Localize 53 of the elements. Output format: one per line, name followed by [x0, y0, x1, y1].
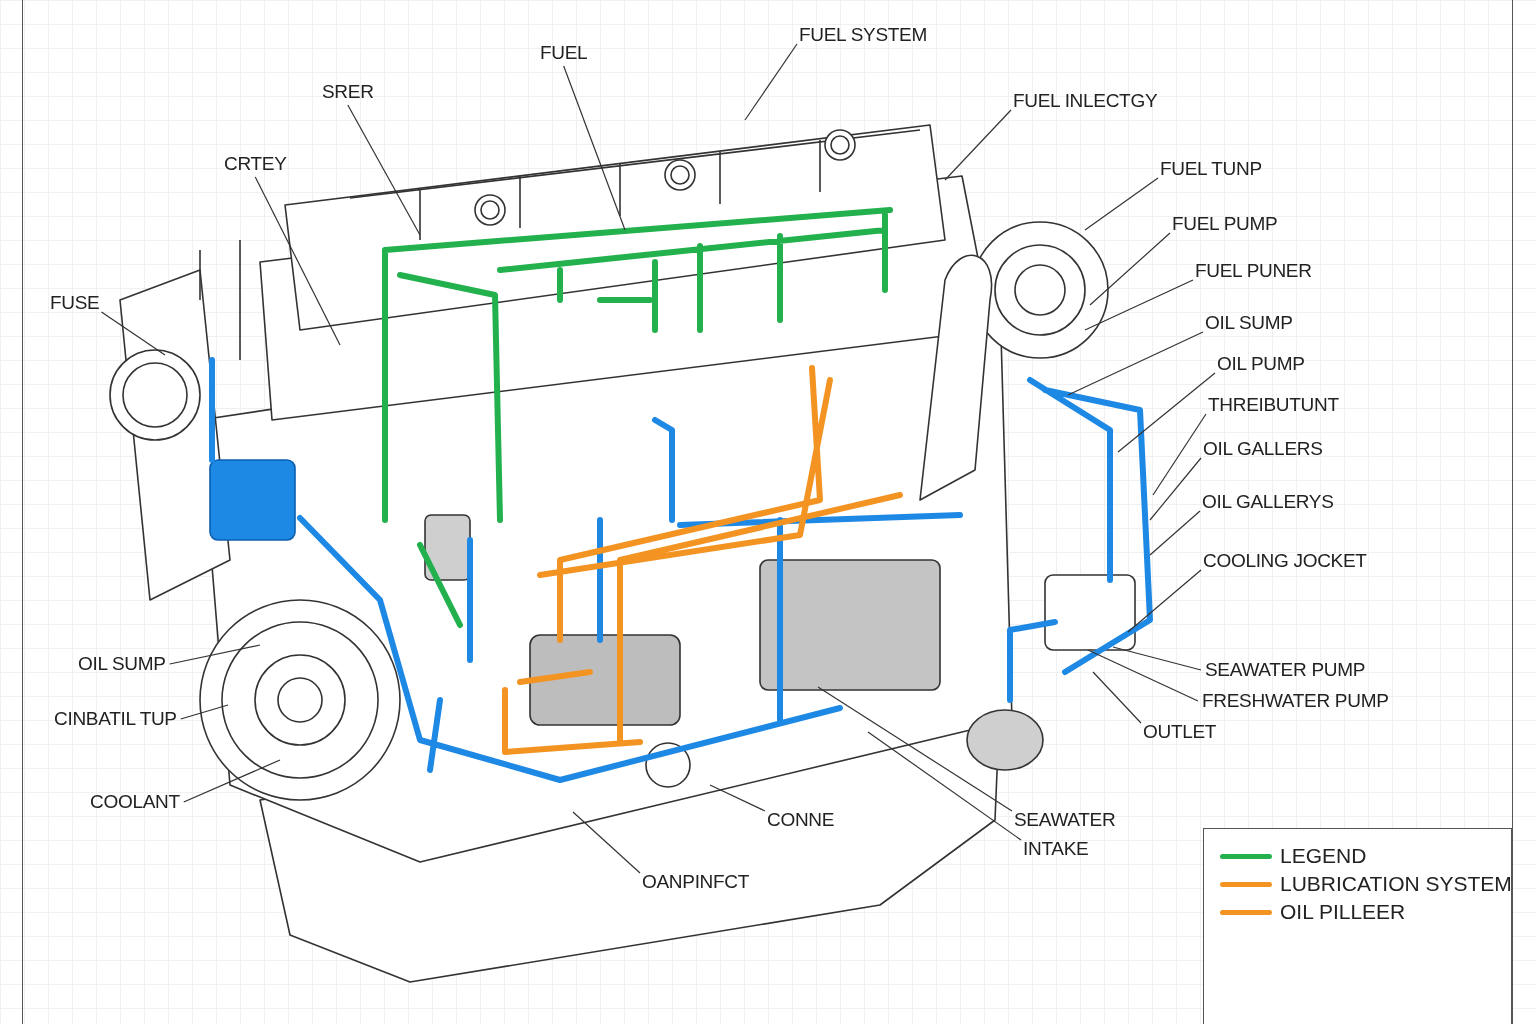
callout-label: SEAWATER	[1014, 809, 1116, 831]
leader-line	[1084, 279, 1194, 331]
callout-label: FUSE	[50, 292, 100, 314]
callout-label: CINBATIL TUP	[54, 708, 177, 730]
leader-line	[1092, 671, 1142, 724]
leader-line	[709, 784, 766, 812]
callout-label: FRESHWATER PUMP	[1202, 690, 1389, 712]
legend-text: OIL PILLEER	[1280, 900, 1406, 924]
leader-line	[254, 176, 341, 346]
leader-line	[867, 731, 1022, 841]
leader-line	[1084, 177, 1159, 231]
leader-line	[100, 311, 166, 356]
callout-label: FUEL PUNER	[1195, 260, 1312, 282]
leader-line	[169, 644, 261, 665]
leader-line	[1149, 510, 1201, 556]
callout-label: COOLING JOCKET	[1203, 550, 1367, 572]
callout-label: FUEL SYSTEM	[799, 24, 927, 46]
callout-label: OUTLET	[1143, 721, 1217, 743]
leader-line	[183, 759, 281, 803]
callout-label: OIL GALLERS	[1203, 438, 1323, 460]
leader-line	[1112, 646, 1202, 671]
callout-label: FUEL PUMP	[1172, 213, 1278, 235]
leader-line	[944, 109, 1012, 181]
callout-label: COOLANT	[90, 791, 180, 813]
leader-line	[180, 704, 229, 720]
callout-label: INTAKE	[1023, 838, 1089, 860]
callout-label: OIL SUMP	[1205, 312, 1293, 334]
callout-label: OIL GALLERYS	[1202, 491, 1334, 513]
callout-label: OIL PUMP	[1217, 353, 1305, 375]
callout-label: OANPINFCT	[642, 871, 750, 893]
leader-line	[347, 104, 421, 236]
leader-line	[572, 811, 641, 874]
callout-label: FUEL TUNP	[1160, 158, 1262, 180]
leader-line	[744, 43, 798, 121]
leader-line	[1127, 569, 1202, 633]
callout-label: CRTEY	[224, 153, 287, 175]
legend-text: LUBRICATION SYSTEM	[1280, 872, 1512, 896]
leader-line	[1152, 413, 1207, 496]
leader-line	[1149, 457, 1202, 521]
callout-label: CONNE	[767, 809, 835, 831]
callout-label: SEAWATER PUMP	[1205, 659, 1366, 681]
callout-label: FUEL	[540, 42, 588, 64]
leader-line	[1087, 649, 1199, 702]
leader-line	[563, 65, 626, 231]
callout-label: FUEL INLECTGY	[1013, 90, 1158, 112]
callout-label: OIL SUMP	[78, 653, 166, 675]
legend-text: LEGEND	[1280, 844, 1367, 868]
leader-line	[817, 686, 1013, 812]
leader-line	[1089, 232, 1171, 306]
callout-label: THREIBUTUNT	[1208, 394, 1339, 416]
callout-label: SRER	[322, 81, 374, 103]
leader-line	[1117, 372, 1216, 453]
leader-line	[1067, 331, 1204, 396]
